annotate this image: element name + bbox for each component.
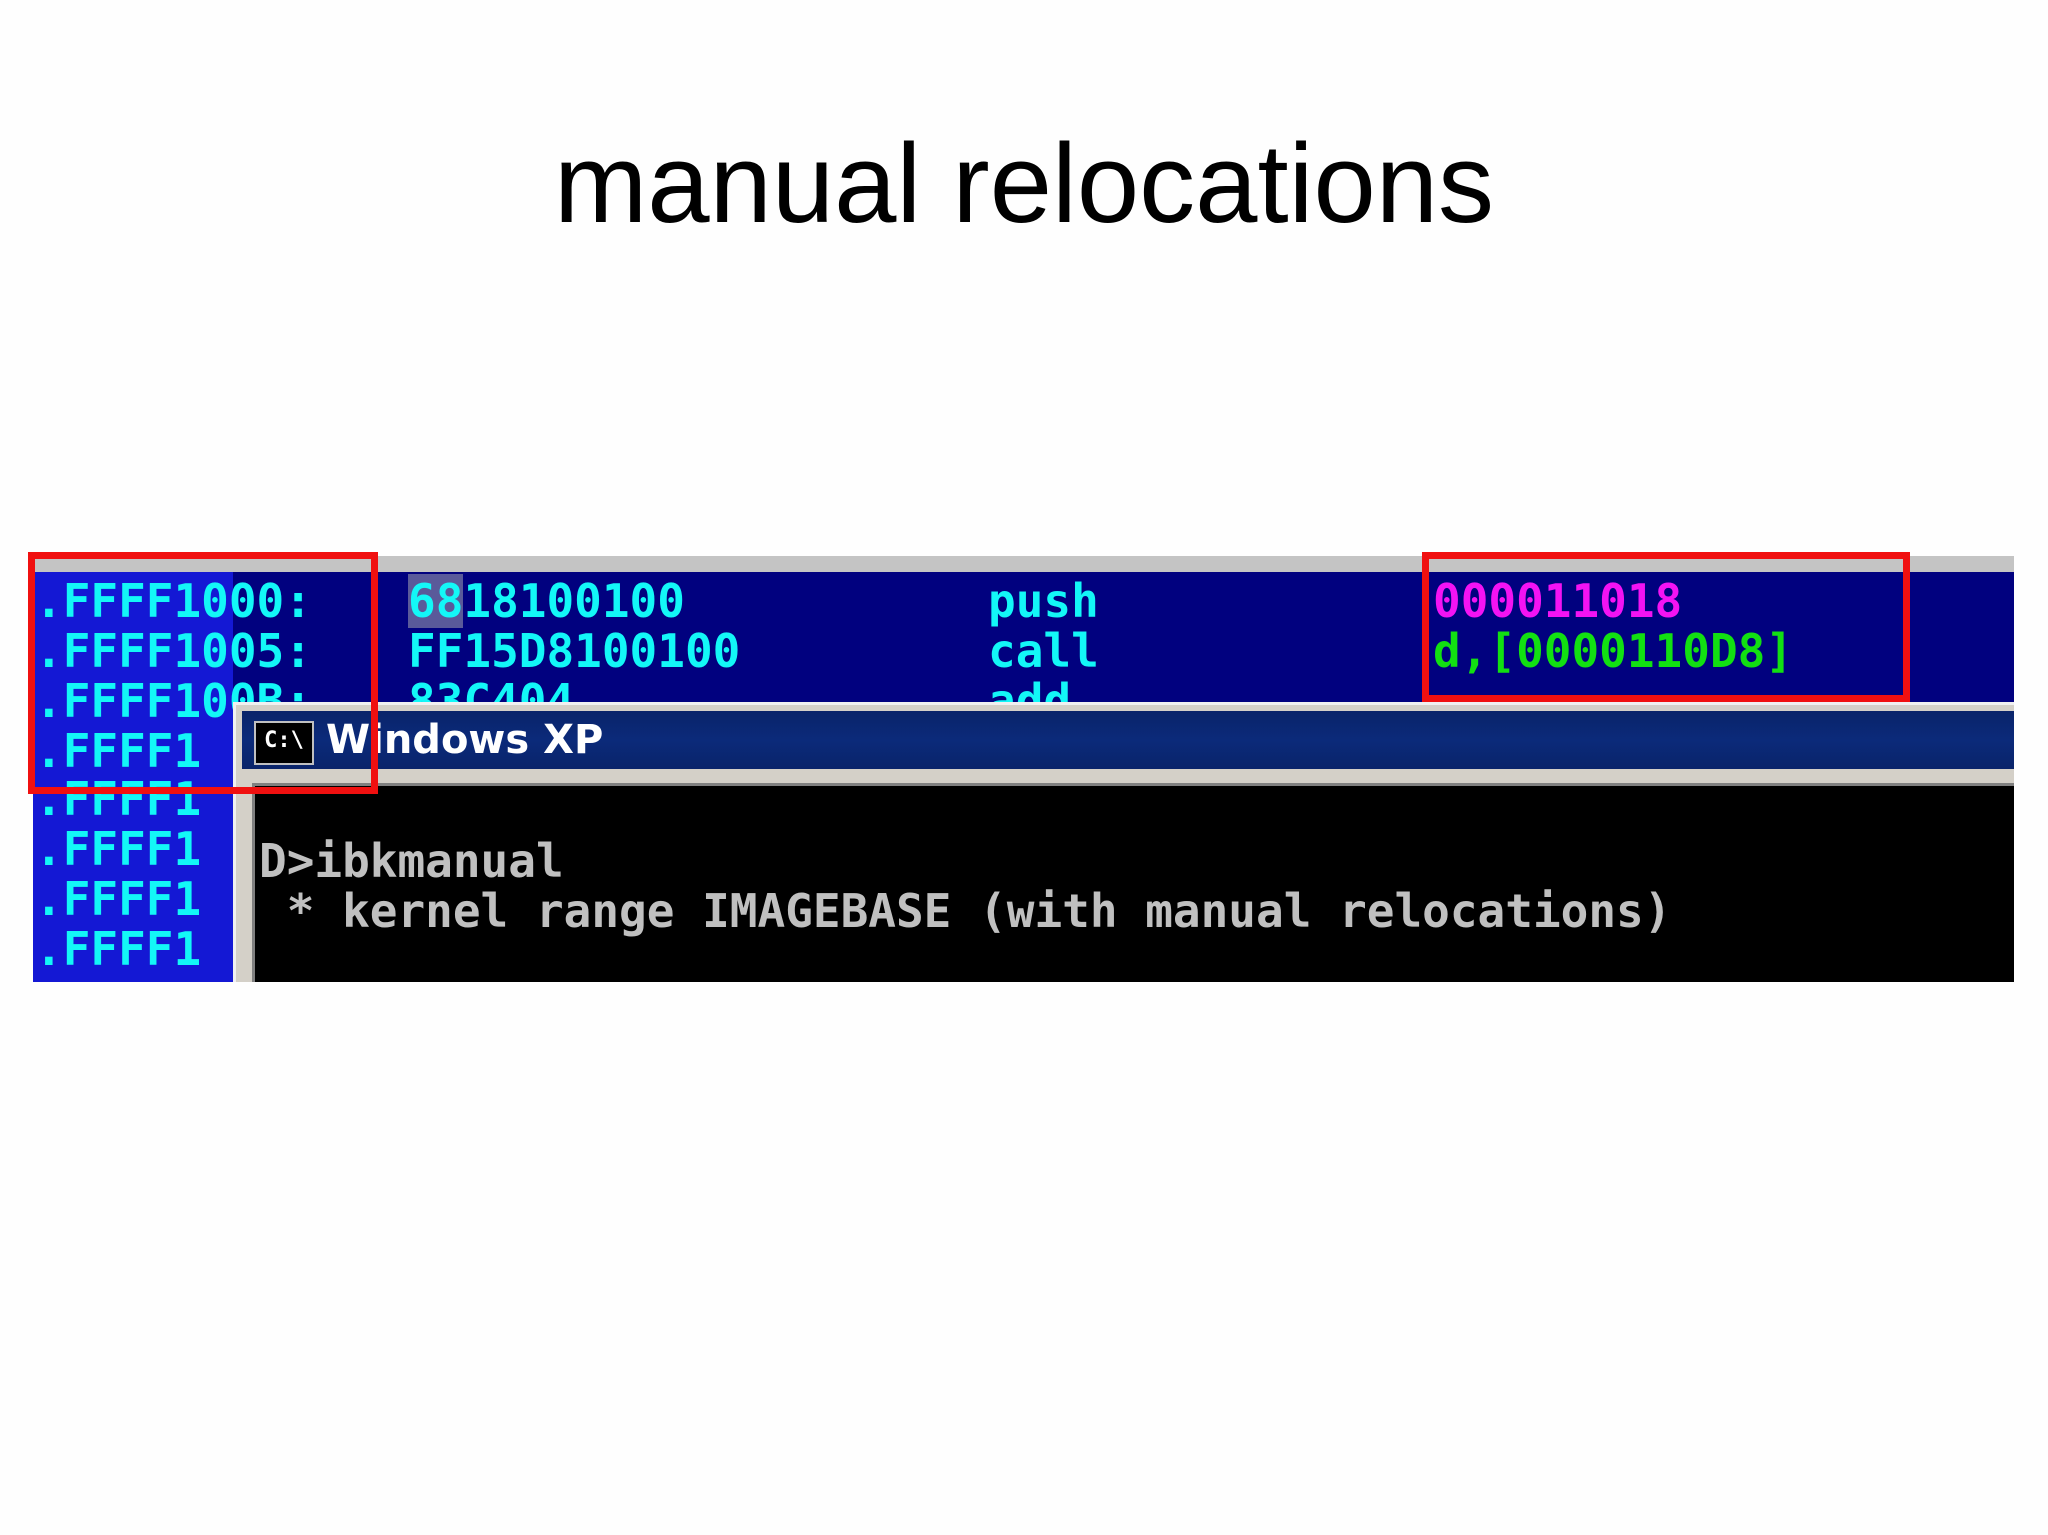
row-bytes[interactable]: FF15D8100100 (408, 624, 741, 678)
operand-highlight-box (1422, 552, 1910, 702)
console-icon: C:\ (254, 721, 314, 765)
row-mnemonic[interactable]: push (988, 574, 1099, 628)
address-column (33, 572, 233, 982)
console-titlebar[interactable]: C:\ Windows XP (242, 711, 2014, 769)
row-address[interactable]: .FFFF1 (35, 822, 202, 876)
row-address[interactable]: .FFFF1 (35, 872, 202, 926)
row-bytes-rest: 18100100 (463, 574, 685, 628)
row-mnemonic[interactable]: call (988, 624, 1099, 678)
row-address[interactable]: .FFFF1 (35, 922, 202, 976)
console-output[interactable]: D>ibkmanual * kernel range IMAGEBASE (wi… (252, 783, 2014, 982)
row-address[interactable]: .FFFF1 (35, 772, 202, 826)
address-highlight-box (28, 552, 378, 794)
console-line: * kernel range IMAGEBASE (with manual re… (259, 884, 1672, 938)
row-bytes[interactable]: 6818100100 (408, 574, 685, 628)
console-line: D>ibkmanual (259, 834, 564, 888)
row-address[interactable]: .FFFF1 (35, 724, 202, 778)
column-header-bar (33, 556, 2014, 572)
debugger-screenshot: .FFFF1000: 6818100100 push 000011018 .FF… (33, 556, 2014, 982)
row-operand[interactable]: d,[0000110D8] (1433, 624, 1794, 678)
console-window[interactable]: C:\ Windows XP D>ibkmanual * kernel rang… (233, 702, 2014, 982)
row-address[interactable]: .FFFF1000: (35, 574, 312, 628)
row-bytes-selected: 68 (408, 574, 464, 628)
row-operand[interactable]: 000011018 (1433, 574, 1683, 628)
slide-title: manual relocations (553, 121, 1495, 246)
row-address[interactable]: .FFFF1005: (35, 624, 312, 678)
